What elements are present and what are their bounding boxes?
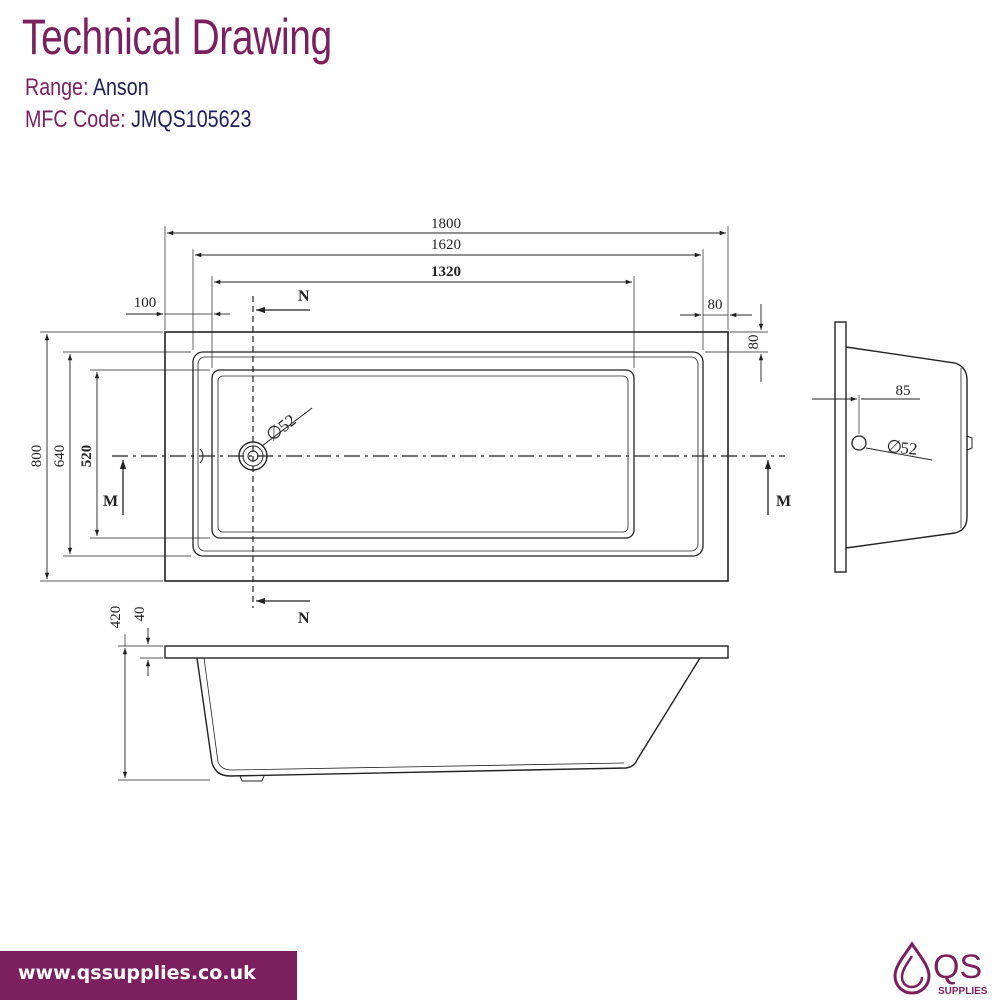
section-n-bottom: N bbox=[298, 610, 310, 627]
elevation-body bbox=[196, 657, 701, 777]
svg-text:52: 52 bbox=[900, 438, 919, 458]
plan-view: ∅ 52 N N M M 1800 bbox=[29, 216, 791, 627]
dim-1800: 1800 bbox=[431, 216, 461, 232]
dim-40: 40 bbox=[132, 607, 148, 622]
dim-100: 100 bbox=[134, 295, 157, 311]
footer-banner: www.qssupplies.co.uk bbox=[0, 951, 297, 1000]
dim-80-right: 80 bbox=[708, 297, 723, 313]
section-m-left: M bbox=[103, 493, 118, 510]
range-label: Range: bbox=[25, 74, 89, 101]
bath-base bbox=[211, 369, 635, 539]
mfc-value: JMQS105623 bbox=[131, 106, 252, 133]
overflow-outlet bbox=[851, 435, 867, 451]
dim-1320: 1320 bbox=[431, 264, 461, 280]
waste-diameter-label: ∅ 52 bbox=[262, 410, 300, 445]
bath-inner-rim-2 bbox=[197, 356, 699, 552]
side-rim bbox=[834, 321, 847, 573]
bath-base-inner bbox=[217, 375, 629, 533]
dim-80-top: 80 bbox=[746, 335, 762, 350]
page-title: Technical Drawing bbox=[22, 9, 332, 65]
elevation-rim bbox=[164, 645, 729, 659]
dim-800: 800 bbox=[29, 445, 45, 468]
svg-text:SUPPLIES: SUPPLIES bbox=[938, 986, 988, 997]
bath-inner-rim bbox=[192, 351, 704, 557]
svg-text:∅: ∅ bbox=[886, 436, 903, 457]
range-value: Anson bbox=[92, 74, 149, 101]
dim-85: 85 bbox=[896, 383, 911, 399]
overflow-diameter-label: ∅ 52 bbox=[886, 436, 919, 459]
dim-520: 520 bbox=[79, 445, 95, 468]
mfc-line: MFC Code: JMQS105623 bbox=[25, 106, 251, 134]
elevation-view: 420 40 bbox=[108, 606, 729, 782]
drop-logo-icon: QS SUPPLIES bbox=[893, 941, 988, 997]
svg-text:QS: QS bbox=[933, 948, 982, 986]
side-view: 85 ∅ 52 bbox=[812, 321, 973, 573]
dim-1620: 1620 bbox=[431, 237, 461, 253]
side-body bbox=[845, 346, 968, 549]
dim-640: 640 bbox=[52, 445, 68, 468]
section-n-top: N bbox=[298, 288, 310, 305]
range-line: Range: Anson bbox=[25, 74, 149, 102]
dim-420: 420 bbox=[108, 606, 124, 629]
qs-supplies-logo: QS SUPPLIES bbox=[890, 938, 995, 998]
mfc-label: MFC Code: bbox=[25, 106, 126, 133]
section-m-right: M bbox=[776, 493, 791, 510]
waste-outlet bbox=[238, 441, 268, 471]
website-link[interactable]: www.qssupplies.co.uk bbox=[18, 962, 256, 984]
